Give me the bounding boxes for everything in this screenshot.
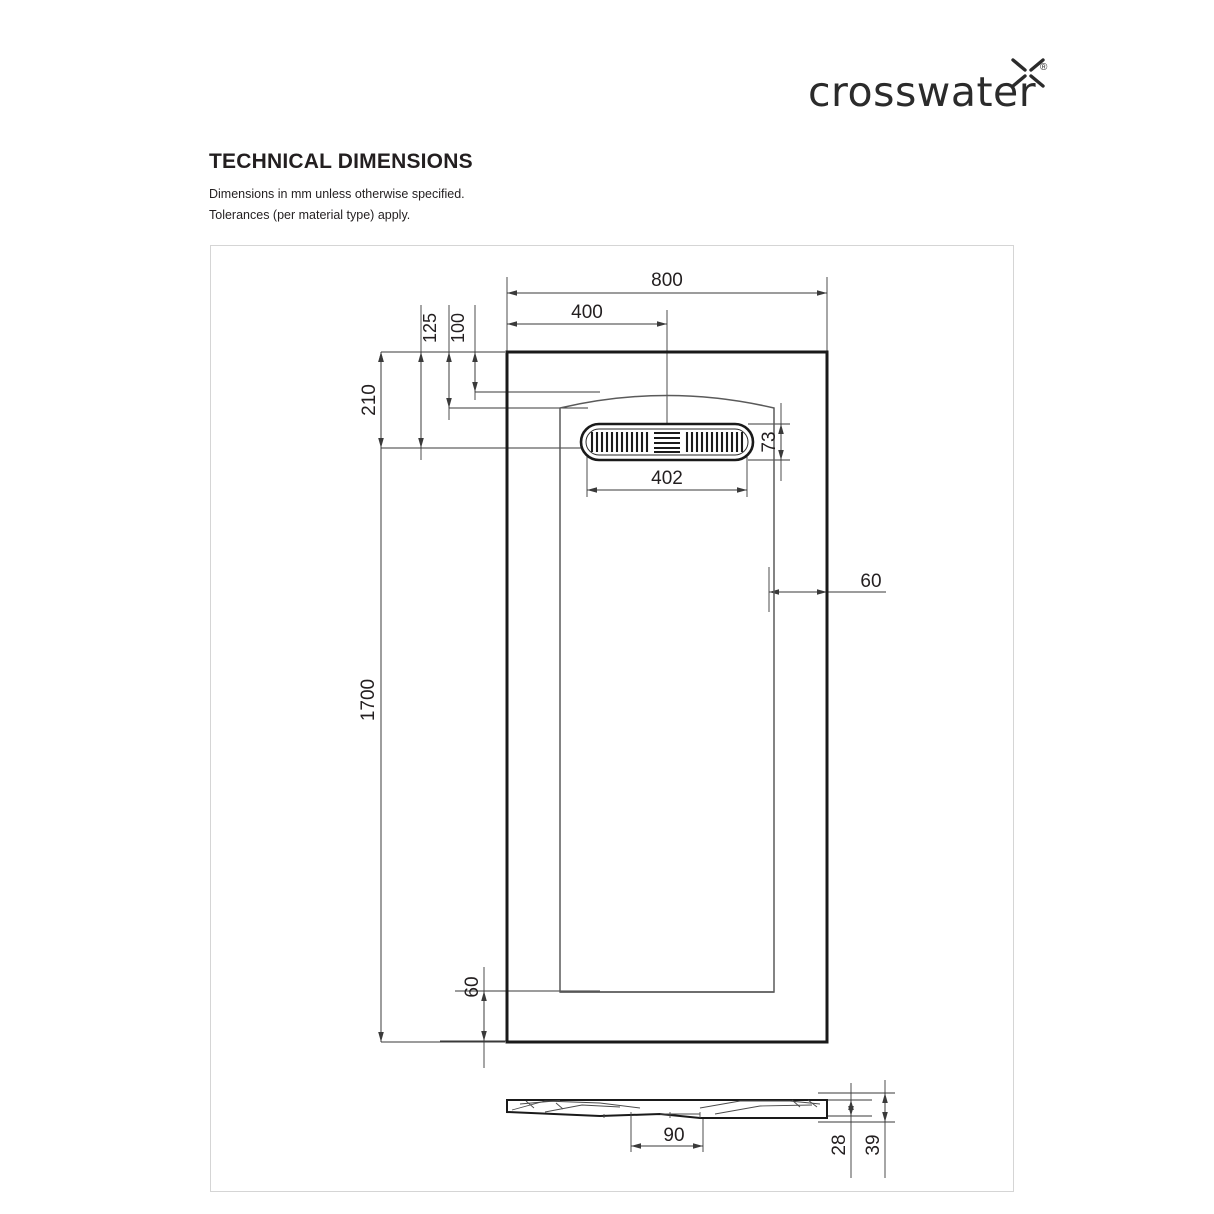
brand-logo: crosswater ®	[808, 56, 1058, 118]
page-title: TECHNICAL DIMENSIONS	[209, 150, 473, 173]
registered-trademark-symbol: ®	[1040, 62, 1048, 73]
drawing-frame	[210, 245, 1014, 1192]
cross-x-icon	[1011, 58, 1045, 88]
subtitle-tolerance-note: Tolerances (per material type) apply.	[209, 208, 411, 222]
subtitle-units-note: Dimensions in mm unless otherwise specif…	[209, 187, 465, 201]
brand-wordmark: crosswater	[808, 68, 1037, 116]
